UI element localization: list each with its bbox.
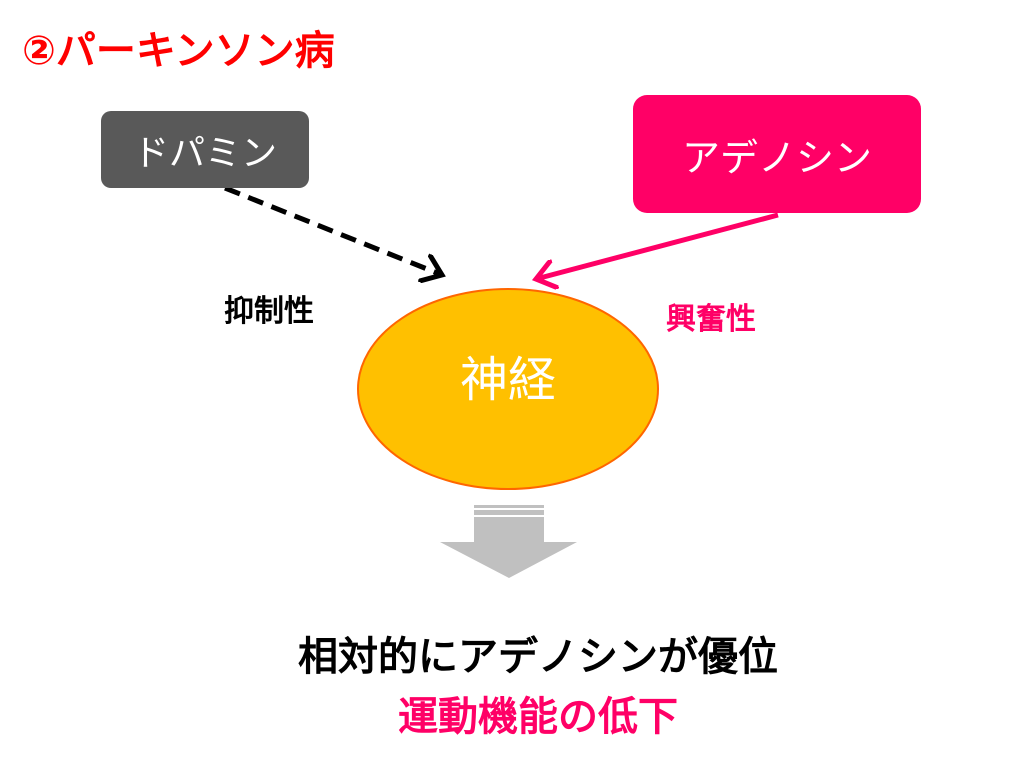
conclusion-line-1: 相対的にアデノシンが優位 [298, 634, 778, 680]
conclusion-line-2: 運動機能の低下 [398, 694, 678, 740]
dopamine-box: ドパミン [101, 111, 309, 188]
neuron-label: 神経 [459, 352, 556, 408]
down-arrow-icon [440, 505, 577, 578]
neuron-ellipse [357, 288, 659, 490]
adenosine-box: アデノシン [633, 95, 921, 213]
excitatory-label: 興奮性 [666, 302, 756, 337]
slide-title: ②パーキンソン病 [22, 28, 335, 74]
dopamine-inhibit-arrow [224, 185, 442, 275]
adenosine-excite-arrow [536, 212, 779, 279]
inhibitory-label: 抑制性 [224, 294, 314, 329]
